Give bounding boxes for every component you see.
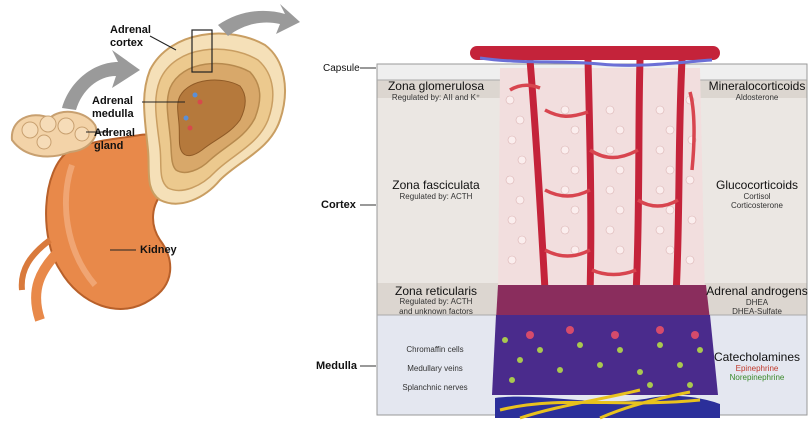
- label-medulla: Medulla: [316, 360, 357, 373]
- medullary-veins-label: Medullary veins: [385, 364, 485, 374]
- zona-reticularis-reg: Regulated by: ACTH and unknown factors: [380, 297, 492, 317]
- norepinephrine-label: Norepinephrine: [705, 373, 809, 383]
- zona-fasciculata-title: Zona fasciculata: [380, 178, 492, 192]
- dhea-sulfate-label: DHEA-Sulfate: [705, 307, 809, 317]
- zona-glomerulosa-title: Zona glomerulosa: [380, 79, 492, 93]
- corticosterone-label: Corticosterone: [705, 201, 809, 211]
- aldosterone-label: Aldosterone: [705, 93, 809, 103]
- glucocorticoids-title: Glucocorticoids: [705, 178, 809, 192]
- splanchnic-nerves-label: Splanchnic nerves: [385, 383, 485, 393]
- zona-glomerulosa-reg: Regulated by: AII and K⁺: [380, 93, 492, 103]
- catecholamines-title: Catecholamines: [705, 350, 809, 364]
- zona-fasciculata-reg: Regulated by: ACTH: [380, 192, 492, 202]
- adrenal-androgens-title: Adrenal androgens: [705, 284, 809, 298]
- zona-reticularis-title: Zona reticularis: [380, 284, 492, 298]
- label-capsule: Capsule: [323, 62, 360, 75]
- chromaffin-cells-label: Chromaffin cells: [385, 345, 485, 355]
- label-cortex: Cortex: [321, 199, 356, 212]
- mineralocorticoids-title: Mineralocorticoids: [705, 79, 809, 93]
